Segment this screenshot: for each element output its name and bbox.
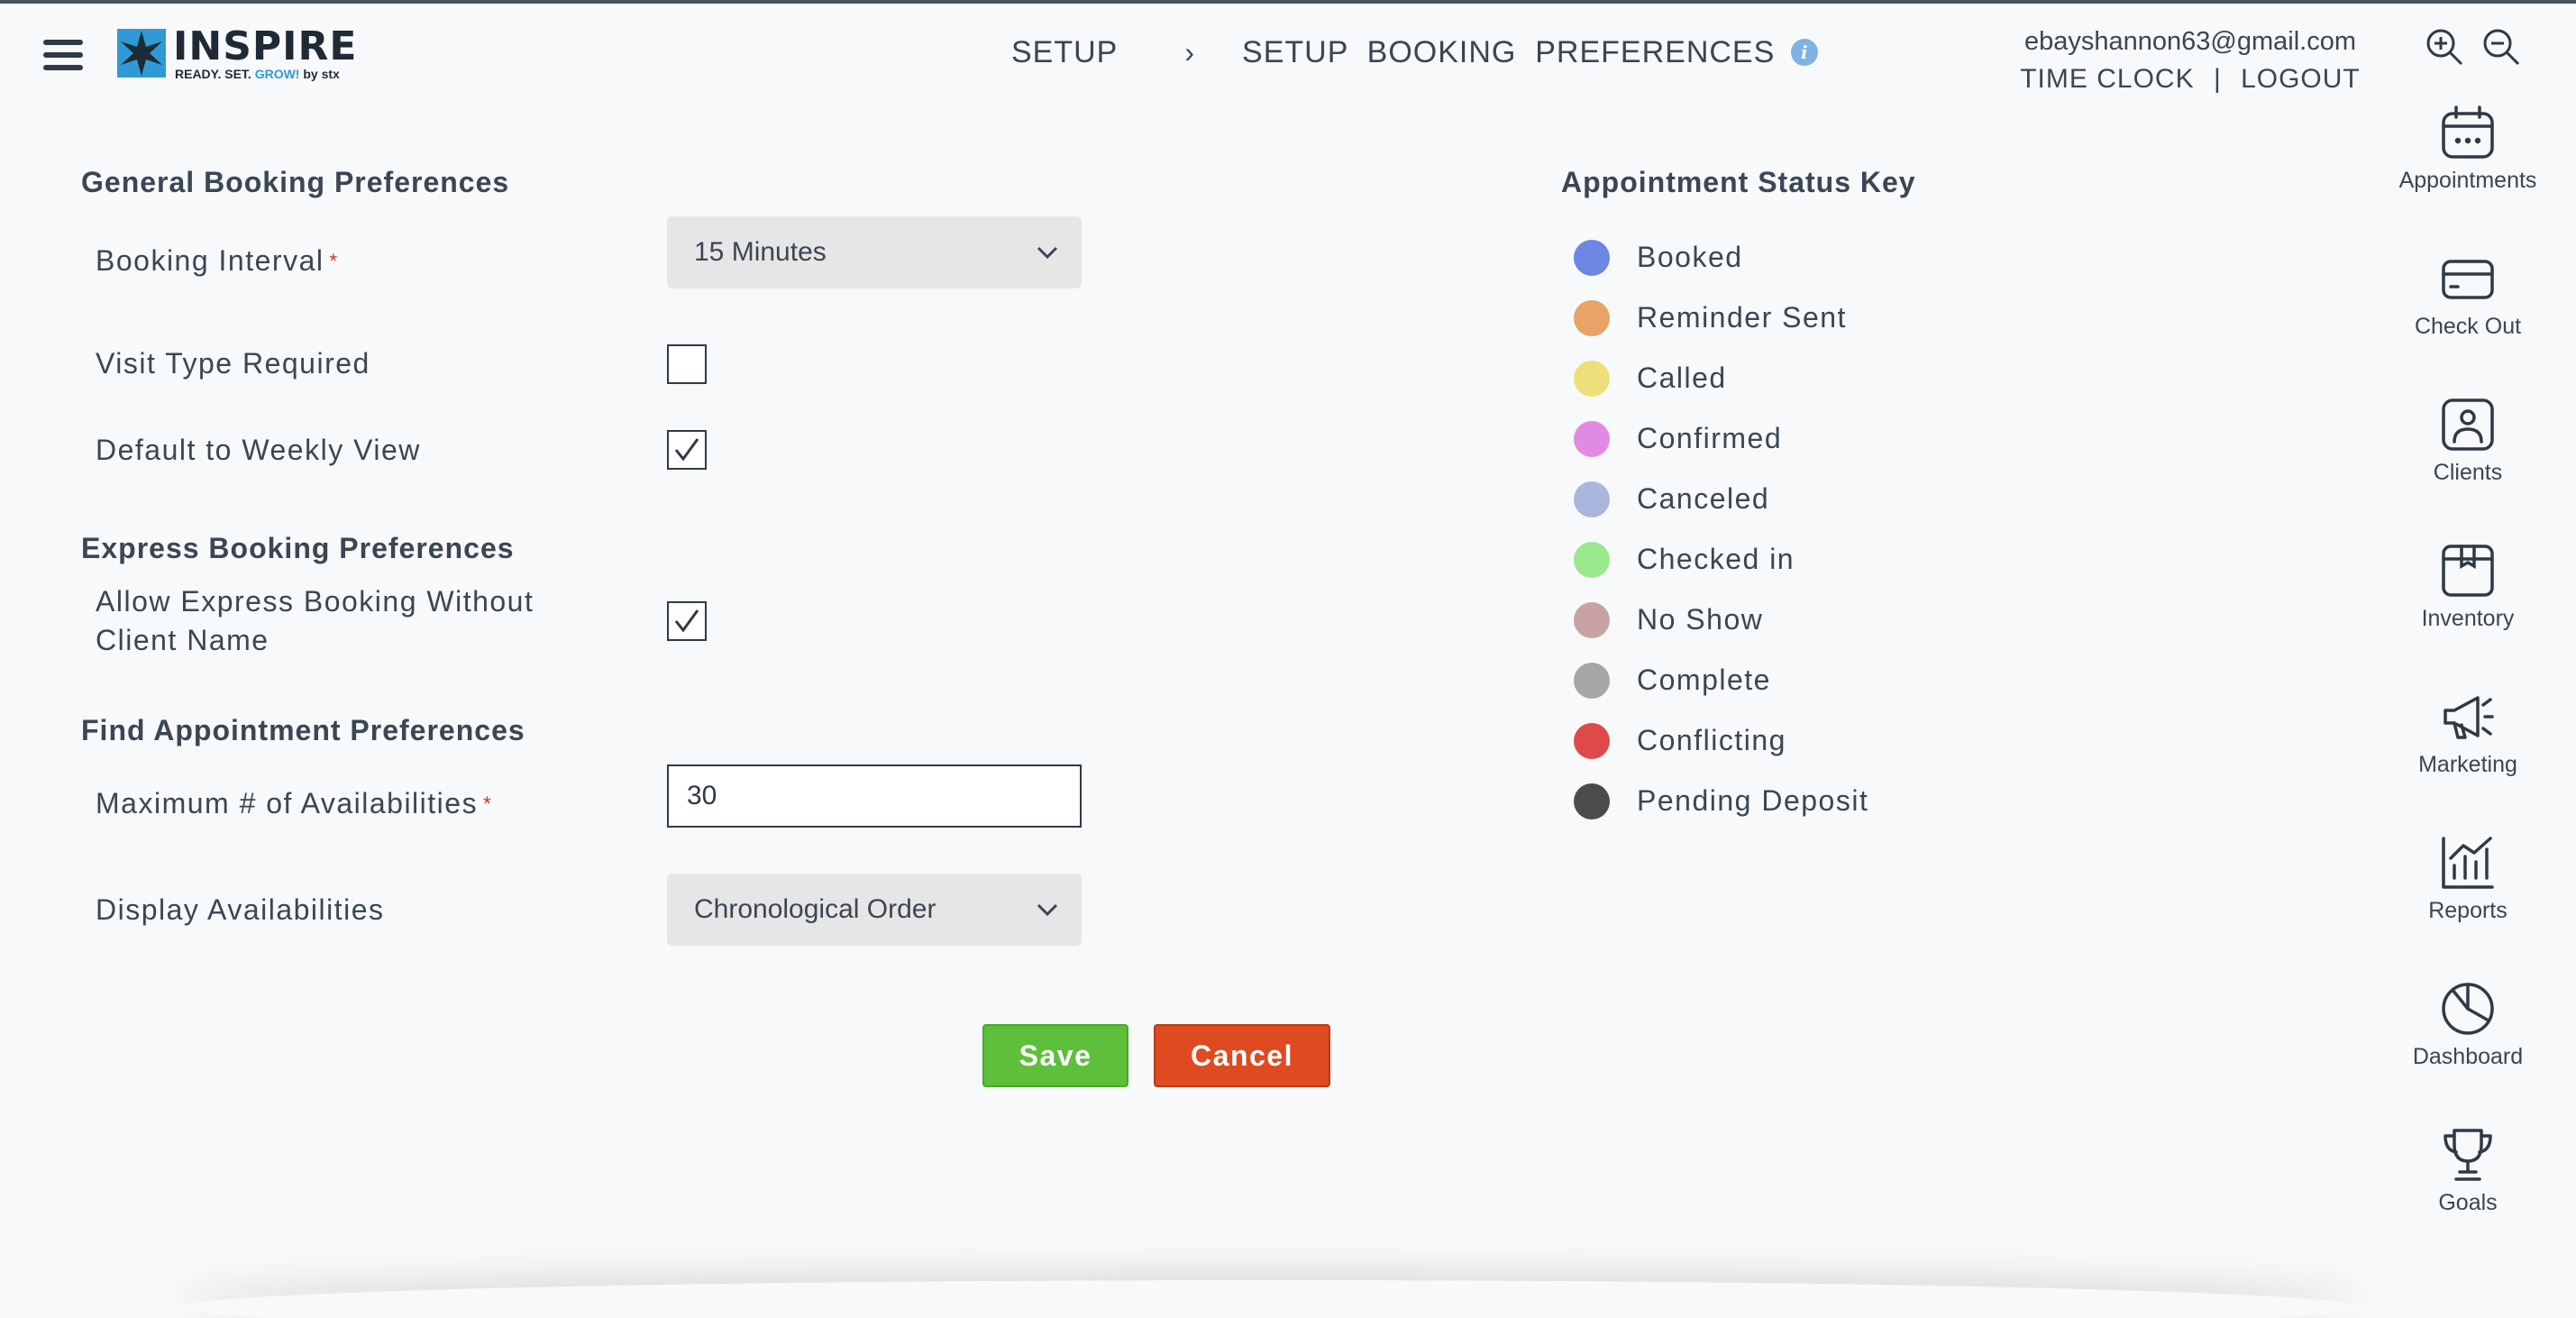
status-dot-booked [1574, 239, 1610, 276]
card-icon [2442, 260, 2494, 299]
max-availabilities-label: Maximum # of Availabilities* [96, 787, 493, 819]
chart-icon [2442, 837, 2494, 889]
status-dot-canceled [1574, 481, 1610, 517]
allow-express-booking-checkbox[interactable] [667, 601, 707, 641]
status-key-item: Complete [1574, 650, 1868, 710]
status-key-item: Confirmed [1574, 408, 1868, 469]
checkmark-icon [674, 438, 699, 462]
pie-icon [2442, 983, 2494, 1035]
chevron-down-icon [1037, 903, 1058, 917]
cancel-button[interactable]: Cancel [1154, 1024, 1330, 1087]
person-icon [2442, 398, 2494, 451]
nav-item-dashboard[interactable]: Dashboard [2389, 974, 2547, 1120]
account-email: ebayshannon63@gmail.com [2024, 27, 2356, 56]
find-appointment-title: Find Appointment Preferences [81, 714, 525, 746]
calendar-icon [2442, 105, 2494, 159]
logo-tagline: READY. SET. GROW! by stx [175, 67, 340, 81]
time-clock-link[interactable]: TIME CLOCK [2020, 64, 2195, 94]
chevron-down-icon [1037, 246, 1058, 260]
box-icon [2442, 545, 2494, 597]
zoom-in-icon[interactable] [2425, 27, 2464, 67]
default-weekly-view-checkbox[interactable] [667, 430, 707, 470]
booking-interval-select[interactable]: 15 Minutes [667, 216, 1082, 288]
status-key-item: No Show [1574, 590, 1868, 650]
status-key-item: Checked in [1574, 529, 1868, 590]
page-title: SETUP BOOKING PREFERENCES [1242, 34, 1776, 69]
link-divider: | [2213, 64, 2222, 94]
status-key-title: Appointment Status Key [1561, 166, 1916, 198]
footer-shadow [180, 1280, 2361, 1318]
megaphone-icon [2444, 696, 2494, 739]
status-dot-conflicting [1574, 722, 1610, 759]
zoom-out-icon[interactable] [2481, 27, 2521, 67]
status-dot-called [1574, 360, 1610, 397]
nav-item-clients[interactable]: Clients [2389, 389, 2547, 535]
logo-wordmark: INSPIRE [173, 23, 358, 69]
status-key-item: Conflicting [1574, 710, 1868, 771]
express-booking-title: Express Booking Preferences [81, 532, 515, 564]
required-mark: * [483, 792, 493, 815]
hamburger-menu-icon[interactable] [43, 40, 83, 76]
required-mark: * [329, 250, 339, 272]
breadcrumb-separator: › [1184, 35, 1196, 69]
default-weekly-view-label: Default to Weekly View [96, 434, 421, 466]
nav-item-reports[interactable]: Reports [2389, 828, 2547, 974]
status-key-list: Booked Reminder Sent Called Confirmed Ca… [1574, 227, 1868, 831]
breadcrumb: SETUP › SETUP BOOKING PREFERENCES i [1011, 34, 1819, 70]
nav-item-marketing[interactable]: Marketing [2389, 682, 2547, 828]
booking-interval-label: Booking Interval* [96, 244, 339, 277]
nav-item-check-out[interactable]: Check Out [2389, 243, 2547, 389]
booking-interval-value: 15 Minutes [694, 237, 827, 267]
status-key-item: Booked [1574, 227, 1868, 288]
checkmark-icon [674, 609, 699, 633]
logo-mark-icon [117, 29, 166, 78]
status-dot-no-show [1574, 601, 1610, 638]
max-availabilities-input[interactable] [667, 764, 1082, 828]
inspire-logo[interactable]: INSPIRE READY. SET. GROW! by stx [117, 23, 388, 83]
allow-express-booking-label: Allow Express Booking Without Client Nam… [96, 585, 534, 656]
status-key-item: Canceled [1574, 469, 1868, 529]
status-dot-confirmed [1574, 420, 1610, 457]
info-icon[interactable]: i [1791, 39, 1819, 66]
display-availabilities-value: Chronological Order [694, 894, 936, 924]
display-availabilities-select[interactable]: Chronological Order [667, 874, 1082, 946]
general-booking-title: General Booking Preferences [81, 166, 510, 198]
logout-link[interactable]: LOGOUT [2241, 64, 2361, 94]
nav-item-goals[interactable]: Goals [2389, 1120, 2547, 1266]
trophy-icon [2444, 1129, 2492, 1181]
visit-type-required-label: Visit Type Required [96, 347, 370, 380]
save-button[interactable]: Save [982, 1024, 1128, 1087]
account-area: ebayshannon63@gmail.com TIME CLOCK | LOG… [1983, 27, 2398, 95]
status-dot-checked-in [1574, 541, 1610, 578]
status-dot-pending-deposit [1574, 783, 1610, 819]
status-key-item: Reminder Sent [1574, 288, 1868, 348]
nav-item-inventory[interactable]: Inventory [2389, 535, 2547, 682]
status-dot-reminder-sent [1574, 299, 1610, 336]
nav-item-appointments[interactable]: Appointments [2389, 97, 2547, 243]
status-key-item: Called [1574, 348, 1868, 408]
window-top-border [0, 0, 2576, 4]
display-availabilities-label: Display Availabilities [96, 893, 385, 926]
right-nav: Appointments Check Out Clients Inventory… [2389, 97, 2547, 1266]
status-dot-complete [1574, 662, 1610, 699]
breadcrumb-setup-link[interactable]: SETUP [1011, 34, 1119, 69]
status-key-item: Pending Deposit [1574, 771, 1868, 831]
visit-type-required-checkbox[interactable] [667, 344, 707, 384]
